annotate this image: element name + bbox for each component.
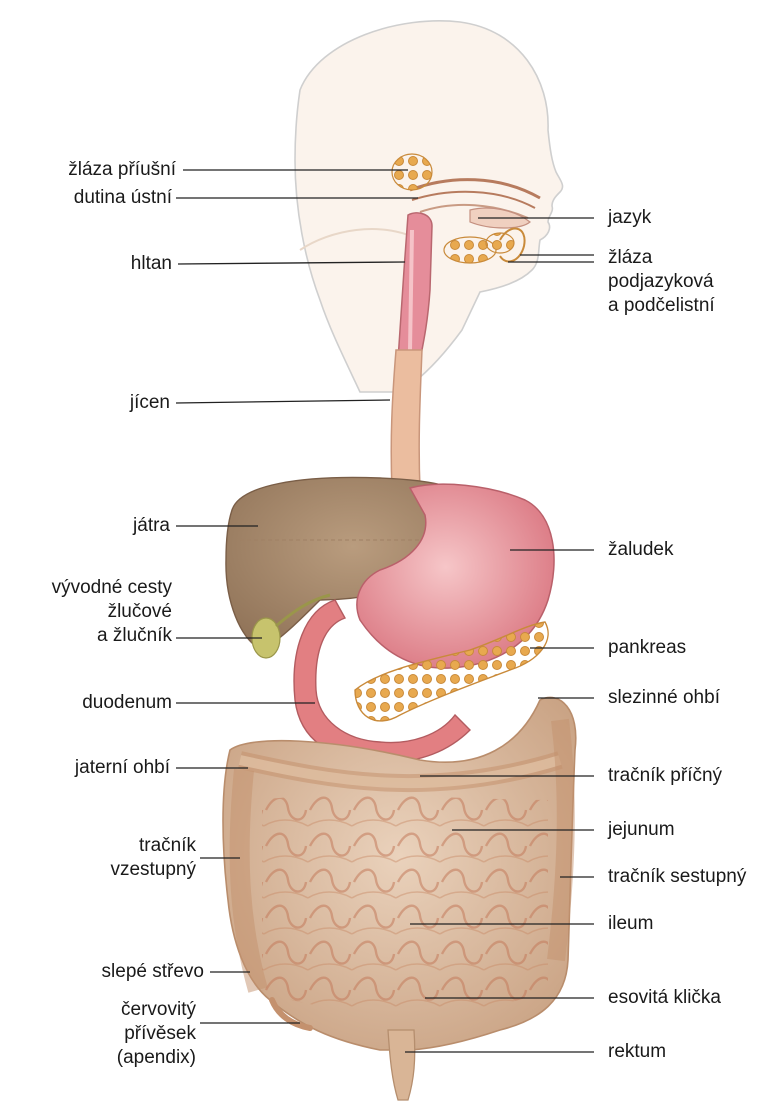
rectum [388, 1030, 415, 1100]
esophagus [391, 350, 422, 490]
label-jicen: jícen [130, 391, 170, 415]
label-jazyk: jazyk [608, 206, 651, 230]
label-zaludek: žaludek [608, 538, 674, 562]
label-esovita-klicka: esovitá klička [608, 986, 721, 1010]
label-duodenum: duodenum [82, 691, 172, 715]
label-jatra: játra [133, 514, 170, 538]
label-jaterni-ohbi: jaterní ohbí [75, 756, 170, 780]
label-ileum: ileum [608, 912, 653, 936]
label-slezinne-ohbi: slezinné ohbí [608, 686, 720, 710]
label-hltan: hltan [131, 252, 172, 276]
label-tracnik-pricny: tračník příčný [608, 764, 722, 788]
label-pankreas: pankreas [608, 636, 686, 660]
label-apendix: červovitý přívěsek (apendix) [117, 998, 196, 1070]
label-tracnik-vzestupny: tračník vzestupný [110, 834, 196, 882]
label-jejunum: jejunum [608, 818, 675, 842]
label-vyvodne-cesty: vývodné cesty žlučové a žlučník [52, 576, 172, 648]
small-intestine [262, 796, 548, 1013]
parotid-gland [392, 154, 432, 190]
label-zlaza-podjazykova: žláza podjazyková a podčelistní [608, 246, 715, 318]
label-zlaza-priusni: žláza příušní [68, 158, 176, 182]
head-silhouette [295, 21, 563, 392]
label-dutina-ustni: dutina ústní [74, 186, 172, 210]
label-slepe-strevo: slepé střevo [102, 960, 204, 984]
label-tracnik-sestupny: tračník sestupný [608, 865, 746, 889]
leader-jicen [176, 400, 390, 403]
label-rektum: rektum [608, 1040, 666, 1064]
